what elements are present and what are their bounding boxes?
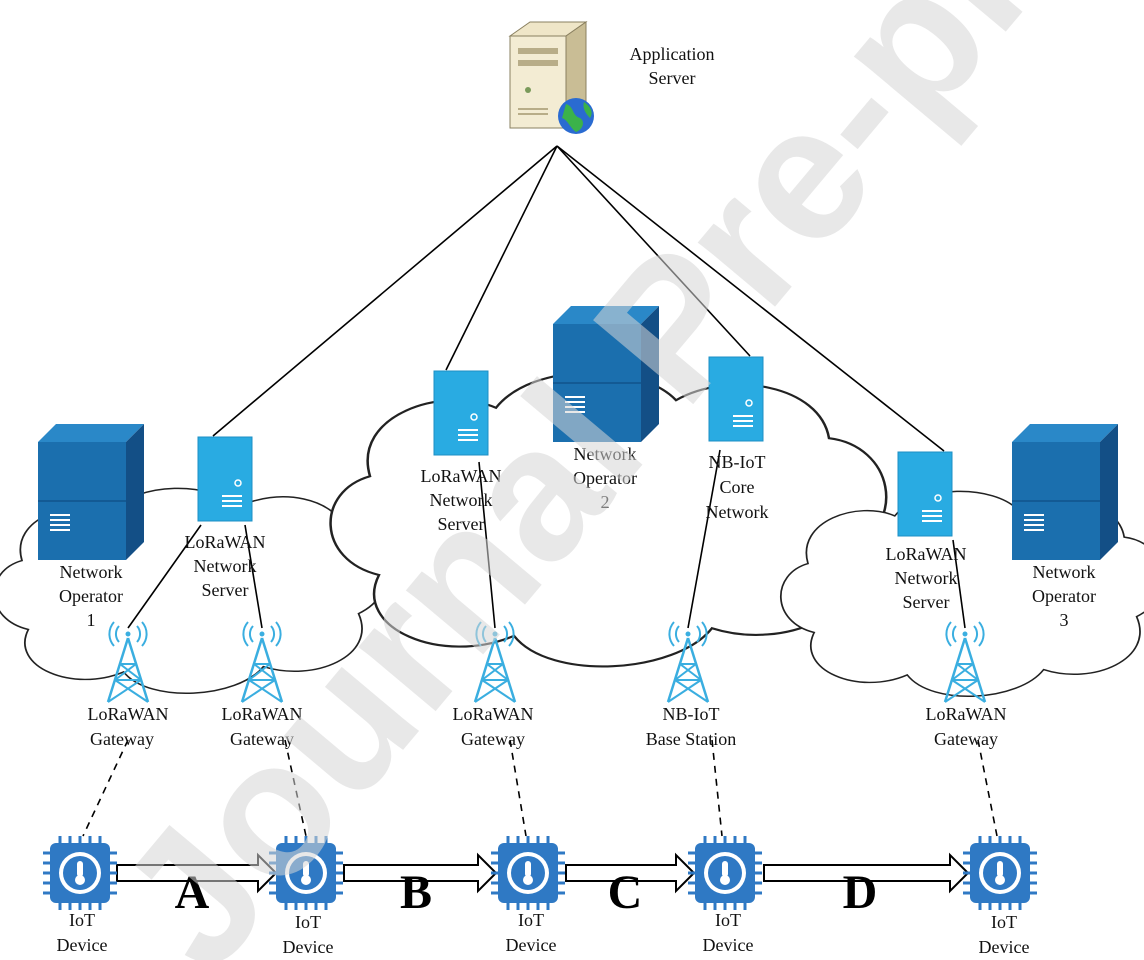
operator-3-label-1: Network [1033,562,1096,582]
operator-3-label-2: Operator [1032,586,1096,606]
operator-3-label-3: 3 [1060,610,1069,630]
ns-1-label-1: LoRaWAN [185,532,266,552]
link-ns1-gw2 [244,524,263,629]
device-5-label-2: Device [979,937,1030,957]
station-5-label-1: LoRaWAN [926,704,1007,724]
operator-3-server-icon [1011,423,1119,561]
operator-2-label-2: Operator [573,468,637,488]
link-app-nso3 [556,145,945,452]
radio-link-3 [509,739,527,837]
radio-link-4 [711,739,723,837]
link-app-nso2a [445,145,558,371]
application-server-icon [508,21,594,134]
connection-lines [127,145,966,629]
station-1-label-1: LoRaWAN [88,704,169,724]
station-2-label-2: Gateway [230,729,294,749]
link-ns2-gw3 [478,461,496,629]
iot-device-5-icon [961,834,1039,912]
lorawan-network-server-3-icon [897,451,953,537]
arrow-b [343,852,498,894]
station-2-label-1: LoRaWAN [222,704,303,724]
ns-1-label-3: Server [202,580,249,600]
movement-arrows [116,852,970,894]
device-3-label-2: Device [506,935,557,955]
device-1-label-2: Device [57,935,108,955]
iot-device-3-icon [489,834,567,912]
device-3-label-1: IoT [518,910,544,930]
device-2-label-1: IoT [295,912,321,932]
station-3-label-1: LoRaWAN [453,704,534,724]
core-label-3: Network [706,502,769,522]
station-4-label-1: NB-IoT [663,704,720,724]
station-5-label-2: Gateway [934,729,998,749]
ns-3-label-2: Network [895,568,958,588]
station-4-label-2: Base Station [646,729,737,749]
arrow-c [565,852,696,894]
radio-link-5 [977,739,998,837]
link-ns1-gw1 [127,524,202,629]
iot-device-4-icon [686,834,764,912]
device-2-label-2: Device [283,937,334,957]
radio-link-1 [82,739,129,837]
operator-1-server-icon [37,423,145,561]
transition-b-label: B [400,866,432,919]
transition-a-label: A [175,866,210,919]
transition-d-label: D [843,866,878,919]
link-app-nbcore [556,145,751,357]
device-5-label-1: IoT [991,912,1017,932]
link-core-bs [687,449,721,629]
operator-2-label-1: Network [574,444,637,464]
operator-1-label-1: Network [60,562,123,582]
radio-link-2 [284,739,307,837]
link-app-nso1 [212,145,558,437]
device-1-label-1: IoT [69,910,95,930]
device-4-label-1: IoT [715,910,741,930]
device-4-label-2: Device [703,935,754,955]
core-label-1: NB-IoT [709,452,766,472]
transition-c-label: C [608,866,643,919]
radio-links [82,739,998,837]
lorawan-network-server-1-icon [197,436,253,522]
arrow-a [116,852,278,894]
station-3-label-2: Gateway [461,729,525,749]
station-1-label-2: Gateway [90,729,154,749]
operator-1-label-3: 1 [87,610,96,630]
operator-2-label-3: 2 [601,492,610,512]
ns-3-label-1: LoRaWAN [886,544,967,564]
ns-1-label-2: Network [194,556,257,576]
core-label-2: Core [720,477,755,497]
ns-2-label-1: LoRaWAN [421,466,502,486]
arrow-d [763,852,970,894]
ns-3-label-3: Server [903,592,950,612]
ns-2-label-3: Server [438,514,485,534]
app-server-label-2: Server [649,68,696,88]
operator-1-label-2: Operator [59,586,123,606]
link-ns3-gw5 [952,539,966,629]
ns-2-label-2: Network [430,490,493,510]
app-server-label-1: Application [630,44,715,64]
